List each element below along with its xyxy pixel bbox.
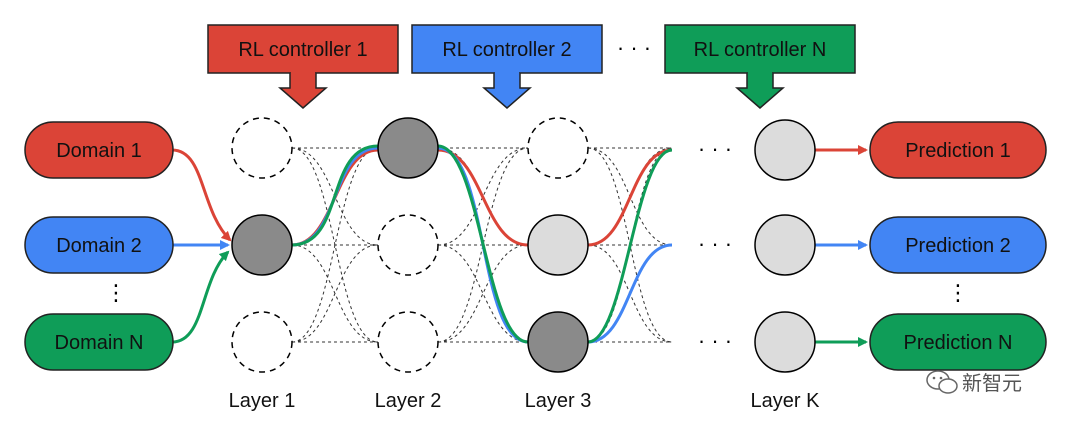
layer3-node-top <box>527 117 589 179</box>
layerK-node-mid <box>754 214 816 276</box>
domain-1-label: Domain 1 <box>56 140 142 162</box>
watermark: 新智元 <box>926 370 1022 395</box>
layer-2-label: Layer 2 <box>375 390 442 412</box>
domain1-arrow <box>171 148 232 242</box>
domain-2-box: Domain 2 <box>24 216 174 274</box>
rl-controller-n: RL controller N <box>664 24 856 109</box>
layer1-node-top <box>231 117 293 179</box>
layer-k-label: Layer K <box>751 390 821 412</box>
row-ellipsis-bottom: · · · <box>698 328 732 353</box>
prediction-n-label: Prediction N <box>904 332 1013 354</box>
prediction-1-label: Prediction 1 <box>905 140 1011 162</box>
domainN-arrow <box>171 250 230 344</box>
prediction-1-box: Prediction 1 <box>869 121 1047 179</box>
layer2-node-bottom <box>377 311 439 373</box>
rl-controller-1-label: RL controller 1 <box>238 39 367 61</box>
prediction-n-box: Prediction N <box>869 313 1047 371</box>
mesh-connections-l1-l2 <box>291 147 379 343</box>
green-route <box>291 144 673 344</box>
layer2-node-top <box>377 117 439 179</box>
layer1-node-bottom <box>231 311 293 373</box>
wechat-icon <box>926 370 958 394</box>
rl-controller-n-label: RL controller N <box>694 39 827 61</box>
domain-ellipsis: ⋮ <box>105 280 127 305</box>
prediction-2-box: Prediction 2 <box>869 216 1047 274</box>
rl-controller-2-label: RL controller 2 <box>442 39 571 61</box>
layer3-node-mid <box>527 214 589 276</box>
watermark-text: 新智元 <box>962 372 1022 395</box>
row-ellipsis-mid: · · · <box>698 231 732 256</box>
domain-2-label: Domain 2 <box>56 235 142 257</box>
prediction-2-label: Prediction 2 <box>905 235 1011 257</box>
prediction-ellipsis: ⋮ <box>947 280 969 305</box>
layer-1-label: Layer 1 <box>229 390 296 412</box>
row-ellipsis-top: · · · <box>698 136 732 161</box>
domain-1-box: Domain 1 <box>24 121 174 179</box>
rl-controller-2: RL controller 2 <box>411 24 603 109</box>
layer3-node-bottom <box>527 311 589 373</box>
layer1-node-mid <box>231 214 293 276</box>
rl-controller-1: RL controller 1 <box>207 24 399 109</box>
domain-n-label: Domain N <box>55 332 144 354</box>
layer2-node-mid <box>377 214 439 276</box>
layerK-node-bottom <box>754 311 816 373</box>
controller-ellipsis: · · · <box>617 35 651 60</box>
domain-n-box: Domain N <box>24 313 174 371</box>
layer-3-label: Layer 3 <box>525 390 592 412</box>
layerK-node-top <box>754 119 816 181</box>
